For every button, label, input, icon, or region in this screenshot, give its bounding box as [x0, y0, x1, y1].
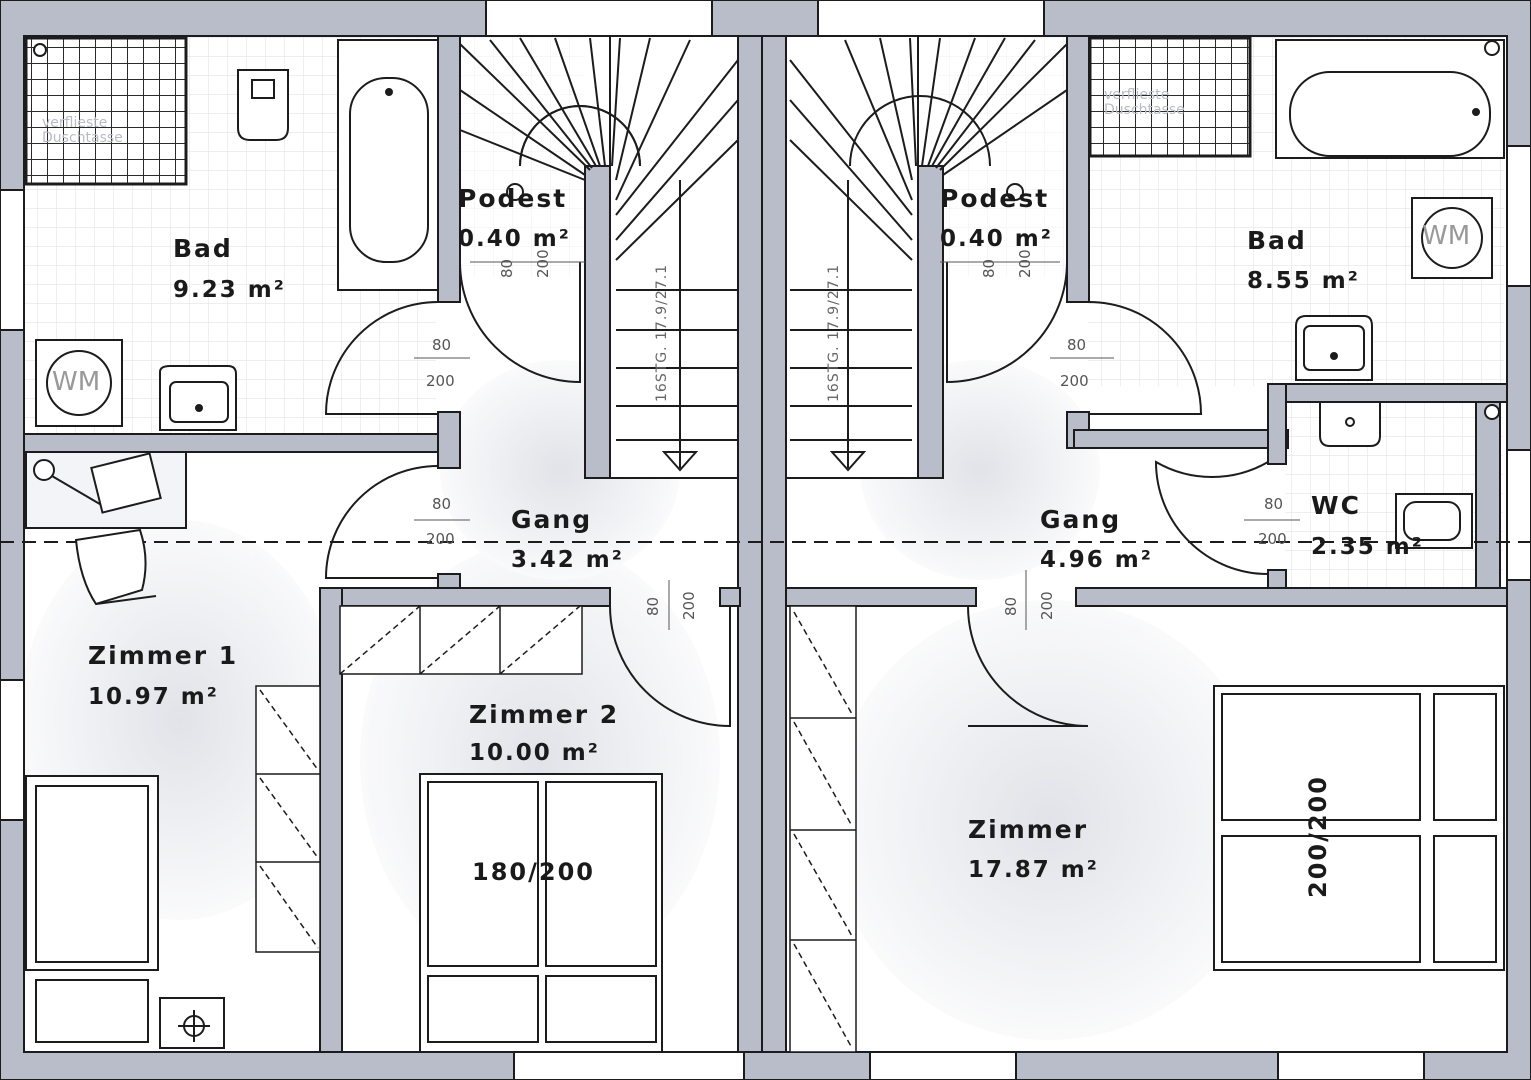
door-height-label: 200: [1258, 530, 1287, 548]
stair-label-right: 16STG. 17.9/27.1: [826, 263, 842, 402]
stair-label-left: 16STG. 17.9/27.1: [654, 263, 670, 402]
door-height-label: 200: [534, 249, 552, 278]
door-height-label: 200: [680, 591, 698, 620]
door-height-label: 200: [1038, 591, 1056, 620]
room-area-podest-right: 0.40 m²: [940, 226, 1053, 252]
door-width-label: 80: [432, 495, 452, 513]
room-name-podest-left: Podest: [458, 184, 568, 213]
door-width-label: 80: [1067, 336, 1087, 354]
bed-size-right: 200/200: [1304, 775, 1332, 898]
room-name-bad-right: Bad: [1247, 226, 1307, 255]
room-name-zimmer1: Zimmer 1: [88, 641, 239, 670]
desk: [25, 451, 187, 606]
door-width-label: 80: [1264, 495, 1284, 513]
door-width-label: 80: [498, 258, 516, 278]
room-name-gang-right: Gang: [1040, 505, 1122, 534]
shower-label-left: verflieste Duschtasse: [42, 115, 123, 147]
room-name-podest-right: Podest: [940, 184, 1050, 213]
room-area-zimmer1: 10.97 m²: [88, 684, 219, 710]
room-area-zimmer2: 10.00 m²: [469, 740, 600, 766]
room-area-zimmer: 17.87 m²: [968, 857, 1099, 883]
door-height-label: 200: [1016, 249, 1034, 278]
room-name-zimmer2: Zimmer 2: [469, 700, 620, 729]
door-height-label: 200: [426, 530, 455, 548]
stairs-left: [459, 35, 739, 479]
washer-label-left: WM: [52, 367, 101, 397]
beds: [25, 685, 1505, 1053]
room-area-podest-left: 0.40 m²: [458, 226, 571, 252]
wardrobes: [255, 605, 857, 1053]
door-width-label: 80: [432, 336, 452, 354]
washer-label-right: WM: [1422, 221, 1471, 251]
room-name-wc: WC: [1311, 491, 1361, 520]
room-area-gang-right: 4.96 m²: [1040, 547, 1153, 573]
room-area-wc: 2.35 m²: [1311, 534, 1424, 560]
room-area-gang-left: 3.42 m²: [511, 547, 624, 573]
room-area-bad-left: 9.23 m²: [173, 277, 286, 303]
door-height-label: 200: [426, 372, 455, 390]
bed-size-left: 180/200: [472, 858, 595, 886]
door-width-label: 80: [980, 258, 998, 278]
interior-walls: [23, 35, 1508, 1053]
fixtures-right: [1088, 36, 1505, 549]
door-swings: [324, 261, 1269, 728]
room-area-bad-right: 8.55 m²: [1247, 268, 1360, 294]
fixtures-left: [24, 36, 439, 431]
stairs-right: [785, 35, 1068, 479]
door-width-label: 80: [644, 596, 662, 616]
door-width-label: 80: [1002, 596, 1020, 616]
room-name-zimmer: Zimmer: [968, 815, 1089, 844]
door-height-label: 200: [1060, 372, 1089, 390]
shower-label-right: verflieste Duschtasse: [1104, 87, 1185, 119]
room-name-bad-left: Bad: [173, 234, 233, 263]
door-dim-lines: [414, 261, 1300, 630]
room-name-gang-left: Gang: [511, 505, 593, 534]
party-wall: [737, 35, 787, 1053]
